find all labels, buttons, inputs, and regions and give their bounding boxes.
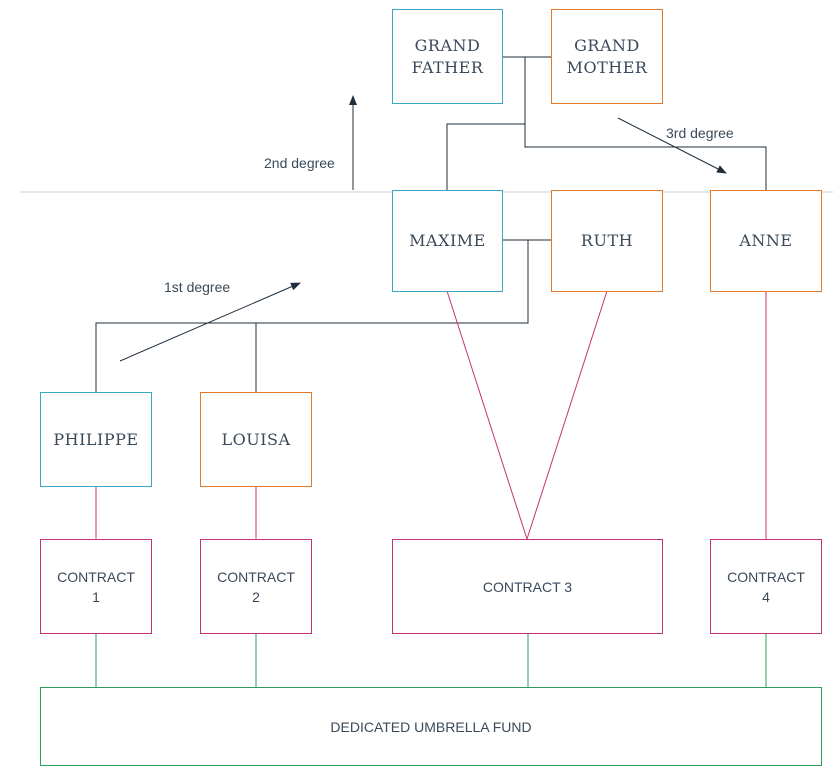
grandmother-box: GRAND MOTHER bbox=[551, 9, 663, 104]
ruth-contract-link bbox=[526, 290, 608, 540]
ruth-label: RUTH bbox=[580, 231, 634, 250]
second-degree-label: 2nd degree bbox=[264, 155, 335, 171]
link-to-anne bbox=[524, 124, 767, 190]
contract-4-label: CONTRACT 4 bbox=[727, 568, 805, 605]
umbrella-fund-label: DEDICATED UMBRELLA FUND bbox=[330, 718, 532, 735]
anne-box: ANNE bbox=[710, 190, 822, 292]
contract-3-box: CONTRACT 3 bbox=[392, 539, 663, 634]
philippe-label: PHILIPPE bbox=[53, 429, 139, 449]
contract-3-label: CONTRACT 3 bbox=[482, 578, 573, 595]
maxime-label: MAXIME bbox=[409, 231, 486, 250]
contract-1-box: CONTRACT 1 bbox=[40, 539, 152, 634]
contract-2-box: CONTRACT 2 bbox=[200, 539, 312, 634]
grandfather-label: GRAND FATHER bbox=[411, 35, 484, 77]
maxime-box: MAXIME bbox=[392, 190, 503, 292]
third-degree-label: 3rd degree bbox=[666, 125, 734, 141]
contract-1-label: CONTRACT 1 bbox=[57, 568, 135, 605]
umbrella-fund-box: DEDICATED UMBRELLA FUND bbox=[40, 687, 822, 766]
parents-descent bbox=[95, 240, 529, 392]
grandmother-label: GRAND MOTHER bbox=[566, 35, 648, 77]
contract-2-label: CONTRACT 2 bbox=[217, 568, 295, 605]
maxime-contract-link bbox=[446, 290, 528, 540]
link-to-maxime bbox=[446, 123, 525, 190]
contract-4-box: CONTRACT 4 bbox=[710, 539, 822, 634]
louisa-label: LOUISA bbox=[221, 429, 291, 449]
grandfather-box: GRAND FATHER bbox=[392, 9, 503, 104]
ruth-box: RUTH bbox=[551, 190, 663, 292]
louisa-box: LOUISA bbox=[200, 392, 312, 487]
first-degree-label: 1st degree bbox=[164, 279, 231, 295]
philippe-box: PHILIPPE bbox=[40, 392, 152, 487]
first-degree-arrow bbox=[119, 282, 301, 362]
third-degree-arrow bbox=[617, 117, 727, 174]
anne-label: ANNE bbox=[739, 231, 793, 250]
